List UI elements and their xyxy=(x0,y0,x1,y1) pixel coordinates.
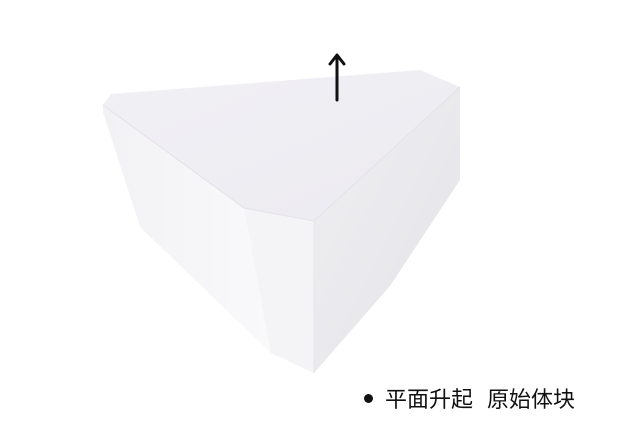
block-top-face xyxy=(103,70,460,221)
caption-part1: 平面升起 xyxy=(385,388,474,413)
block-bevel-face xyxy=(244,208,314,373)
bullet-icon xyxy=(364,393,373,403)
caption: 平面升起 原始体块 xyxy=(364,382,575,414)
caption-part2: 原始体块 xyxy=(487,388,576,413)
block-edges xyxy=(102,86,461,222)
block-right-face xyxy=(314,87,460,373)
block-left-face xyxy=(103,105,314,373)
arrow-up-icon xyxy=(328,53,346,102)
